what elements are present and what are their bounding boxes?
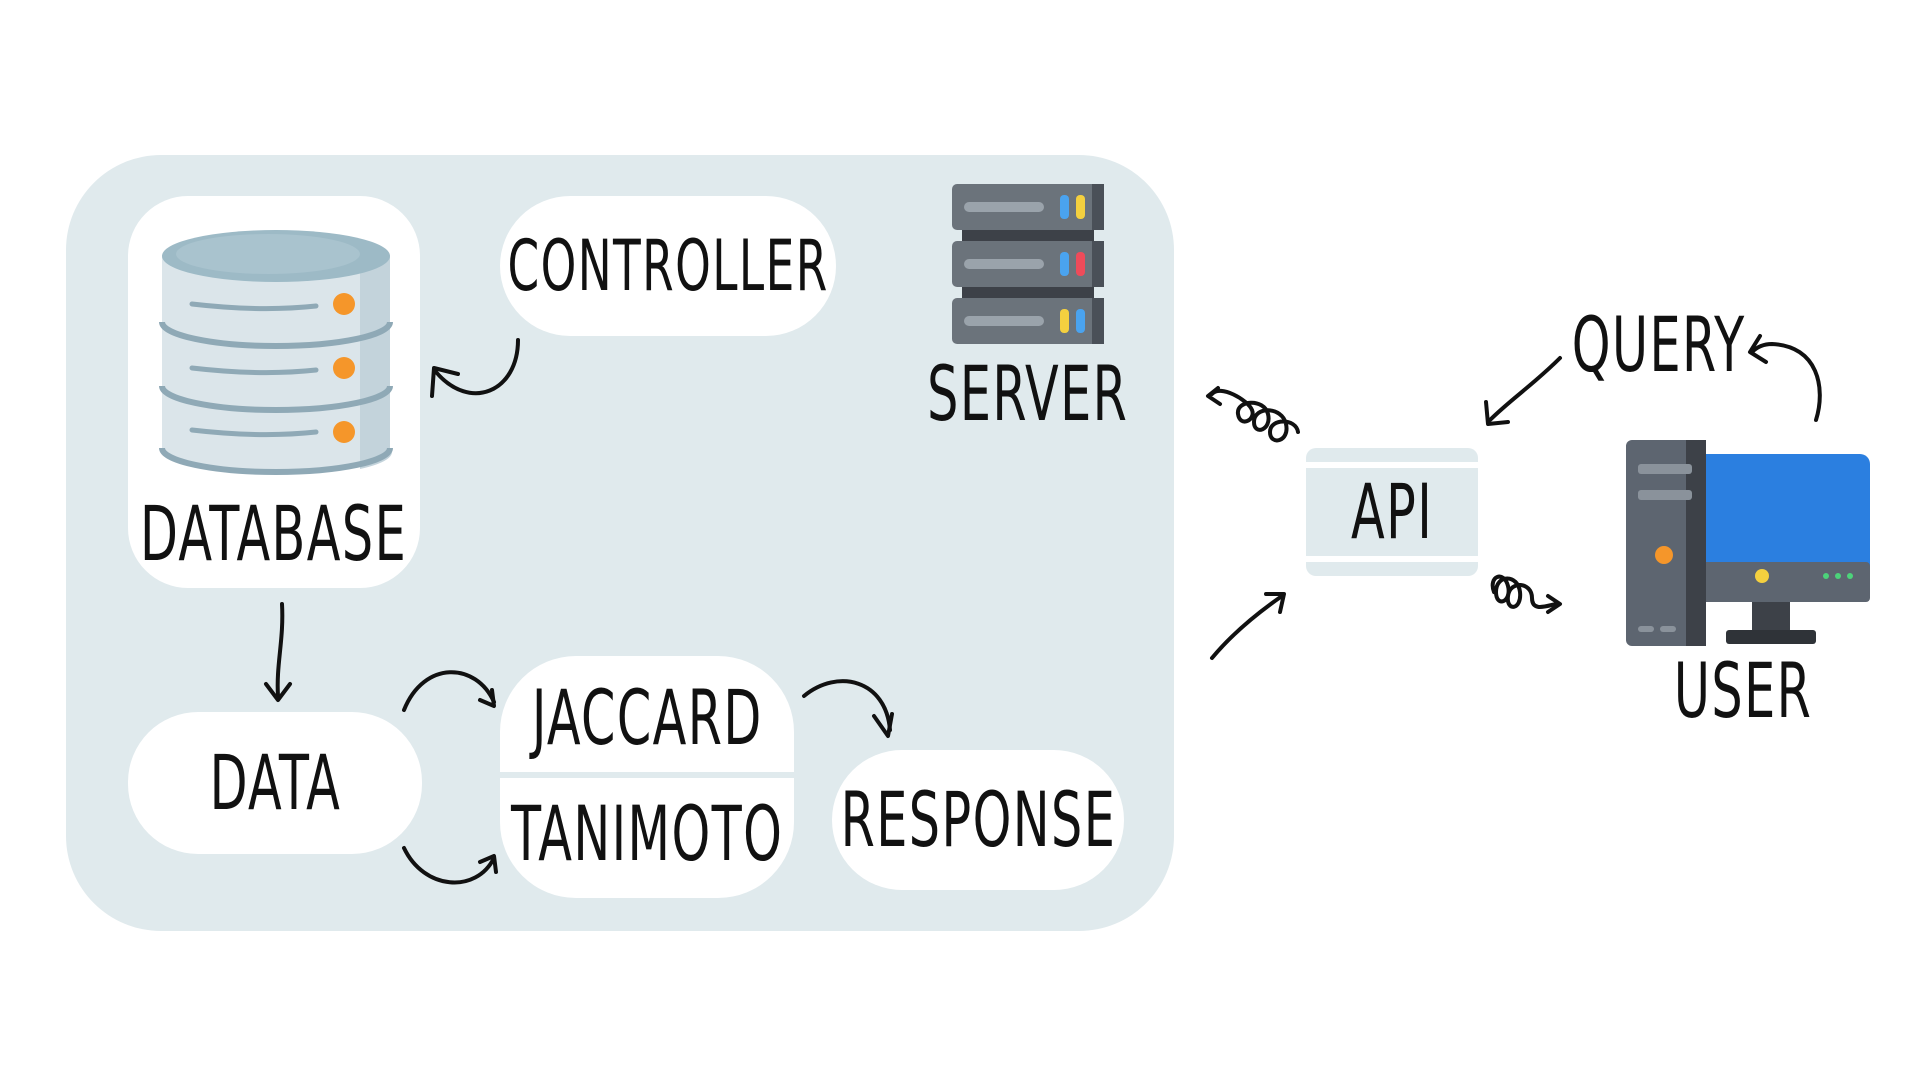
api-node: API xyxy=(1306,448,1478,576)
database-label: DataBase xyxy=(140,489,408,578)
desktop-computer-icon xyxy=(1626,440,1870,646)
metrics-divider xyxy=(500,772,794,778)
response-label: Response xyxy=(840,775,1116,864)
api-label: API xyxy=(1350,467,1434,556)
arrow-controller-to-database xyxy=(434,338,520,396)
response-node: Response xyxy=(832,750,1124,890)
jaccard-label: Jaccard xyxy=(531,673,763,762)
user-label: User xyxy=(1673,646,1813,735)
arrow-user-to-query xyxy=(1750,342,1822,422)
data-node: Data xyxy=(128,712,422,854)
data-label: Data xyxy=(209,738,341,827)
similarity-metrics-node: Jaccard Tanimoto xyxy=(500,656,794,898)
spring-user-to-api xyxy=(1490,574,1558,609)
arrow-data-to-jaccard xyxy=(402,670,496,712)
query-label: Query xyxy=(1572,300,1746,389)
server-label: Server xyxy=(927,349,1129,438)
controller-label: Controller xyxy=(507,225,829,307)
api-band-bottom xyxy=(1306,556,1478,562)
server-rack-icon xyxy=(952,184,1104,344)
tanimoto-label: Tanimoto xyxy=(510,789,784,878)
arrow-data-to-tanimoto xyxy=(402,846,496,885)
arrow-query-to-api xyxy=(1488,356,1562,422)
controller-node: Controller xyxy=(500,196,836,336)
api-band-top xyxy=(1306,462,1478,468)
database-icon xyxy=(159,230,393,475)
database-card: DataBase xyxy=(128,196,420,588)
arrow-into-api xyxy=(1210,594,1284,660)
arrow-database-to-data xyxy=(275,602,285,698)
arrow-similarity-to-response xyxy=(802,679,892,732)
spring-server-to-api xyxy=(1210,388,1300,443)
